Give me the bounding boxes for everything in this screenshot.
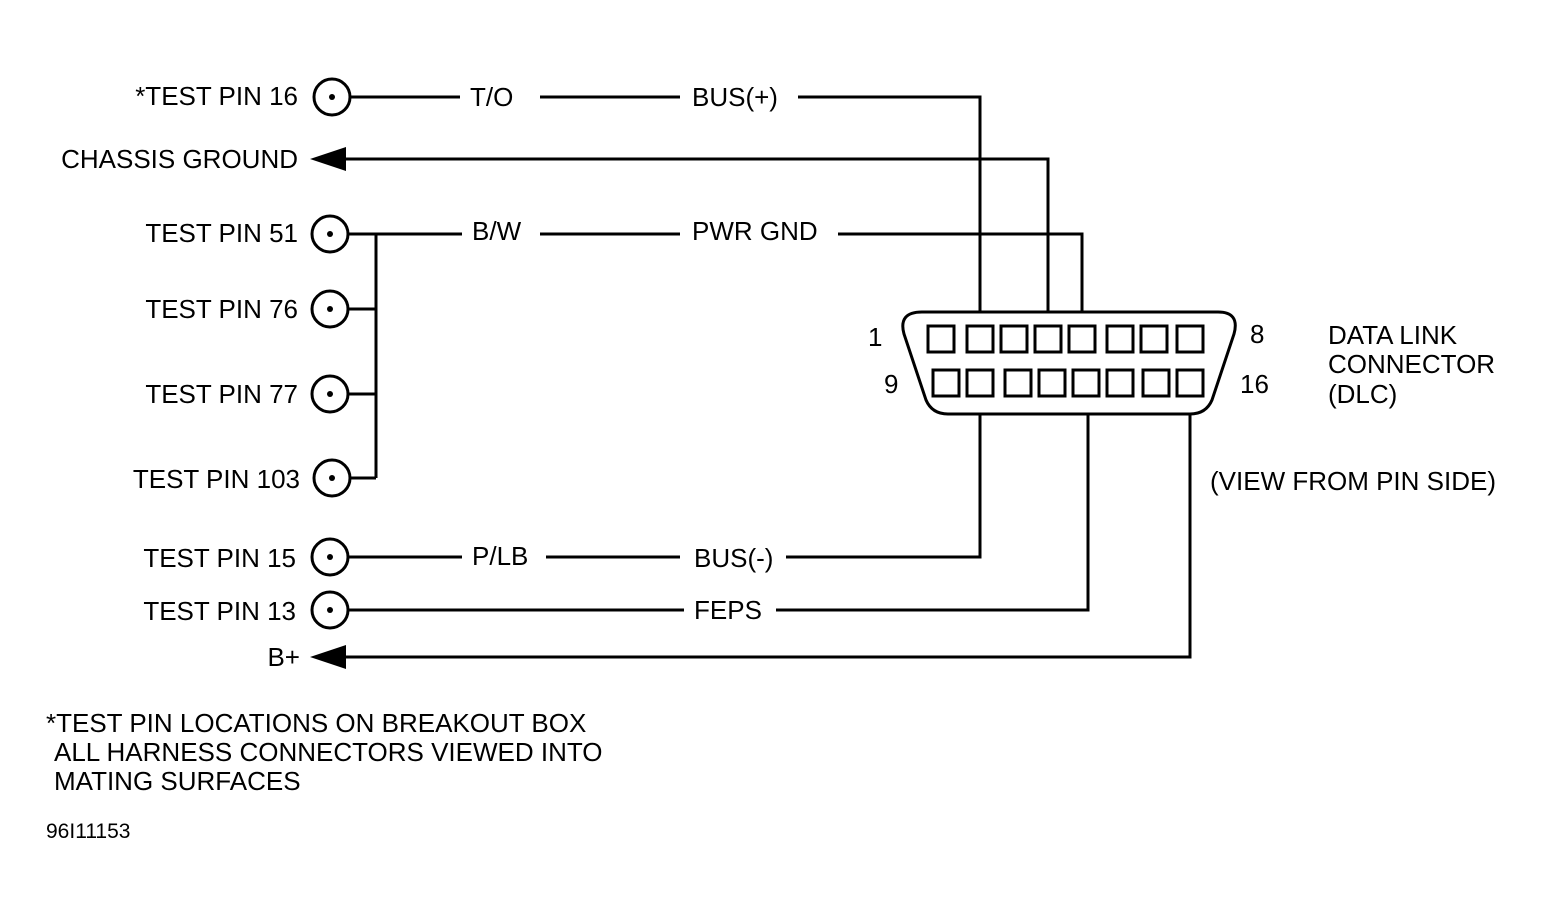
chassis-ground-label: CHASSIS GROUND xyxy=(61,144,298,174)
test-pin-77-label: TEST PIN 77 xyxy=(145,379,298,409)
note-line-1: *TEST PIN LOCATIONS ON BREAKOUT BOX xyxy=(46,708,586,738)
feps-circuit-label: FEPS xyxy=(694,595,762,625)
test-pin-16-icon xyxy=(312,77,352,117)
test-pin-13-icon xyxy=(310,590,350,630)
test-pin-103-icon xyxy=(312,458,352,498)
bus-plus-circuit-label: BUS(+) xyxy=(692,82,778,112)
pwr-gnd-wire xyxy=(348,232,1084,480)
test-pin-15-icon xyxy=(310,537,350,577)
bus-plus-color-label: T/O xyxy=(470,82,513,112)
bus-plus-wire xyxy=(350,95,982,328)
test-pin-13-label: TEST PIN 13 xyxy=(143,596,296,626)
test-pin-77-icon xyxy=(310,374,350,414)
pwr-gnd-color-label: B/W xyxy=(472,216,522,246)
test-pin-51-icon xyxy=(310,214,350,254)
pwr-gnd-circuit-label: PWR GND xyxy=(692,216,818,246)
test-pin-103-label: TEST PIN 103 xyxy=(133,464,300,494)
dlc-name-line-3: (DLC) xyxy=(1328,379,1397,409)
dlc-top-row-pins xyxy=(926,324,1205,354)
figure-code: 96I11153 xyxy=(46,820,130,843)
bus-minus-color-label: P/LB xyxy=(472,541,528,571)
dlc-pin-8-label: 8 xyxy=(1250,319,1264,349)
dlc-view-note: (VIEW FROM PIN SIDE) xyxy=(1210,466,1496,496)
dlc-pin-1-label: 1 xyxy=(868,322,882,352)
dlc-pin-9-label: 9 xyxy=(884,369,898,399)
test-pin-15-label: TEST PIN 15 xyxy=(143,543,296,573)
bus-minus-wire xyxy=(348,392,982,559)
test-pin-76-icon xyxy=(310,289,350,329)
b-plus-arrow-icon xyxy=(310,645,346,669)
note-line-3: MATING SURFACES xyxy=(54,766,301,796)
chassis-ground-wire xyxy=(346,157,1050,328)
dlc-name-line-2: CONNECTOR xyxy=(1328,349,1495,379)
feps-wire xyxy=(348,392,1090,612)
b-plus-wire xyxy=(346,392,1192,659)
bus-minus-circuit-label: BUS(-) xyxy=(694,543,773,573)
test-pin-76-label: TEST PIN 76 xyxy=(145,294,298,324)
dlc-bottom-row-pins xyxy=(931,368,1205,398)
b-plus-label: B+ xyxy=(267,642,300,672)
dlc-pin-16-label: 16 xyxy=(1240,369,1269,399)
chassis-ground-arrow-icon xyxy=(310,147,346,171)
test-pin-51-label: TEST PIN 51 xyxy=(145,218,298,248)
note-line-2: ALL HARNESS CONNECTORS VIEWED INTO xyxy=(54,737,603,767)
dlc-name-line-1: DATA LINK xyxy=(1328,320,1458,350)
test-pin-16-label: *TEST PIN 16 xyxy=(135,81,298,111)
data-link-connector xyxy=(901,310,1237,416)
